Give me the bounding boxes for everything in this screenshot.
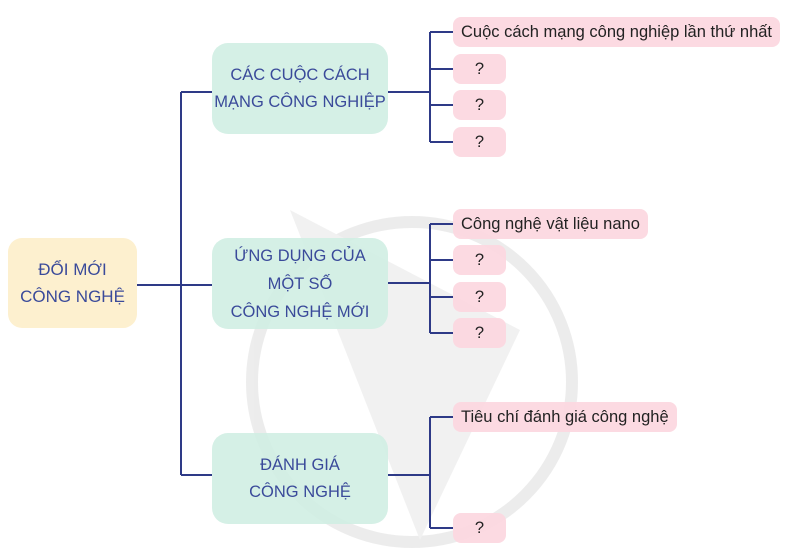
branch-line: CÔNG NGHỆ xyxy=(249,482,351,501)
branch-line: ỨNG DỤNG CỦA xyxy=(234,246,366,265)
leaf-placeholder: ? xyxy=(453,318,506,348)
branch-line: MỘT SỐ xyxy=(267,274,333,293)
branch-line: CÁC CUỘC CÁCH xyxy=(230,65,370,84)
leaf-node: Cuộc cách mạng công nghiệp lần thứ nhất xyxy=(453,17,781,47)
leaf-placeholder: ? xyxy=(453,127,506,157)
leaf-placeholder: ? xyxy=(453,90,506,120)
leaf-node: Tiêu chí đánh giá công nghệ xyxy=(453,402,677,432)
branch-line: MẠNG CÔNG NGHIỆP xyxy=(214,92,386,111)
leaf-placeholder: ? xyxy=(453,513,506,543)
branch-line: CÔNG NGHỆ MỚI xyxy=(230,302,370,321)
leaf-placeholder: ? xyxy=(453,54,506,84)
root-node: ĐỔI MỚI CÔNG NGHỆ xyxy=(8,238,137,328)
branch-industrial-revolutions: CÁC CUỘC CÁCH MẠNG CÔNG NGHIỆP xyxy=(212,43,388,134)
branch-new-technologies: ỨNG DỤNG CỦA MỘT SỐ CÔNG NGHỆ MỚI xyxy=(212,238,388,329)
leaf-placeholder: ? xyxy=(453,282,506,312)
leaf-placeholder: ? xyxy=(453,245,506,275)
leaf-node: Công nghệ vật liệu nano xyxy=(453,209,648,239)
branch-technology-evaluation: ĐÁNH GIÁ CÔNG NGHỆ xyxy=(212,433,388,524)
root-line: CÔNG NGHỆ xyxy=(20,287,125,306)
root-line: ĐỔI MỚI xyxy=(38,260,107,279)
branch-line: ĐÁNH GIÁ xyxy=(260,455,340,474)
